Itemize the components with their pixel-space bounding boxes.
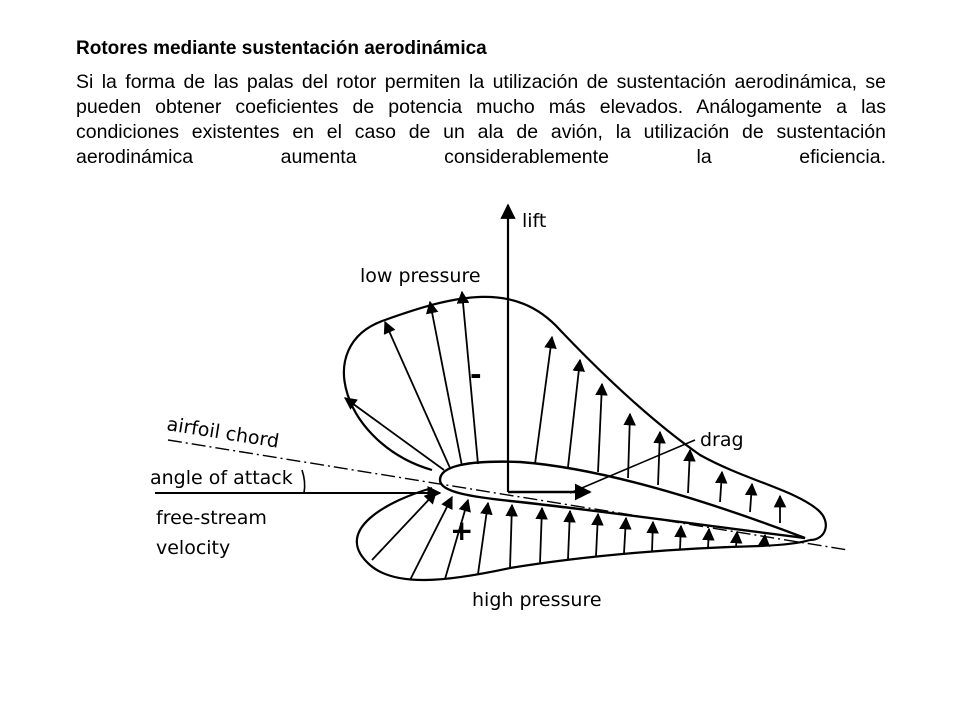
label-plus: + [450, 514, 473, 547]
slide-title: Rotores mediante sustentación aerodinámi… [76, 38, 487, 59]
label-velocity: velocity [156, 537, 230, 559]
suction-arrows [343, 290, 787, 523]
low-pressure-envelope [343, 295, 827, 542]
label-free-stream: free-stream [156, 507, 267, 529]
pressure-arrows [371, 491, 771, 581]
drag-leader-line [569, 439, 696, 494]
label-minus: - [470, 358, 482, 391]
label-drag: drag [700, 429, 744, 451]
airfoil-shape [438, 460, 806, 540]
label-high-pressure: high pressure [472, 589, 602, 611]
label-low-pressure: low pressure [360, 265, 481, 287]
slide-paragraph: Si la forma de las palas del rotor permi… [76, 71, 886, 168]
label-airfoil-chord: airfoil chord [165, 413, 280, 452]
angle-of-attack-arc [301, 469, 306, 494]
label-angle-of-attack: angle of attack [150, 467, 293, 489]
label-lift: lift [522, 210, 546, 232]
airfoil-chord-line [167, 439, 849, 551]
